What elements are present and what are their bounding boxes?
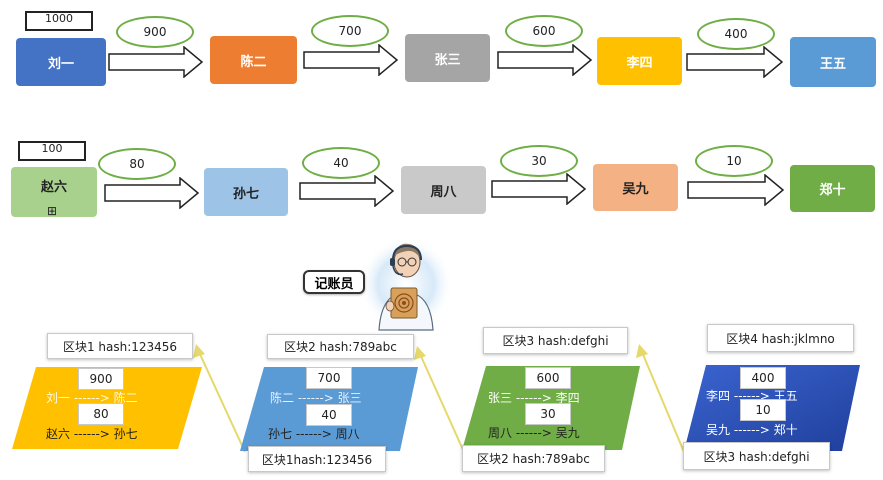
node-label: 赵六: [40, 180, 67, 195]
prev-hash: 区块2 hash:789abc: [477, 452, 590, 466]
expand-icon[interactable]: ⊞: [47, 204, 58, 218]
node-label: 周八: [430, 184, 457, 200]
node-label: 刘一: [47, 56, 74, 72]
amount: 10: [755, 403, 771, 417]
node-label: 郑十: [819, 183, 846, 198]
block-4-amount-b: 10: [740, 399, 786, 421]
transfer-amount: 40: [333, 156, 349, 170]
block-4-transfer-b: 吴九 ------> 郑十: [706, 423, 798, 437]
block-4-prev-hash: 区块3 hash:defghi: [683, 442, 830, 470]
block-link-arrows: [193, 344, 685, 453]
block-hash: 区块3 hash:defghi: [502, 334, 609, 348]
node-zhou-ba: 周八: [401, 166, 486, 214]
transfer-amount: 10: [726, 154, 742, 168]
amount: 30: [540, 407, 556, 421]
transfer-amount-oval: 900: [116, 16, 194, 48]
block-1-amount-b: 80: [78, 403, 124, 425]
arrow-icon: [303, 44, 399, 76]
transfer-amount-oval: 10: [695, 145, 773, 177]
block-3-transfer-b: 周八 ------> 吴九: [488, 426, 580, 440]
node-wang-wu: 王五: [790, 37, 876, 87]
transfer-amount: 400: [724, 27, 748, 41]
transfer-amount-oval: 40: [302, 147, 380, 179]
transfer-amount: 700: [338, 24, 362, 38]
accountant-label-text: 记账员: [314, 276, 354, 292]
block-2-amount-a: 700: [306, 367, 352, 389]
prev-hash: 区块3 hash:defghi: [703, 449, 810, 464]
accountant-illustration: [359, 237, 453, 331]
block-hash: 区块1 hash:123456: [62, 339, 178, 354]
block-3-transfer-a: 张三 ------> 李四: [488, 391, 580, 405]
amount: 80: [93, 407, 109, 421]
block-3-amount-a: 600: [525, 367, 571, 389]
block-2-header: 区块2 hash:789abc: [267, 334, 414, 359]
transfer-amount-oval: 30: [500, 145, 578, 177]
transfer-amount: 30: [531, 154, 547, 168]
start-amount-row1: 1000: [45, 12, 73, 25]
node-zheng-shi: 郑十: [790, 165, 875, 212]
arrow-icon: [686, 46, 784, 78]
transfer-amount-oval: 600: [505, 15, 583, 47]
node-sun-qi: 孙七: [204, 168, 288, 216]
block-2-transfer-a: 陈二 ------> 张三: [270, 391, 362, 405]
node-wu-jiu: 吴九: [593, 164, 678, 211]
amount: 700: [317, 371, 341, 385]
prev-hash: 区块1hash:123456: [261, 452, 373, 467]
transfer-amount: 80: [129, 157, 145, 171]
arrow-icon: [299, 175, 395, 207]
node-chen-er: 陈二: [210, 36, 297, 84]
block-1-amount-a: 900: [78, 368, 124, 390]
node-zhang-san: 张三: [405, 34, 490, 82]
amount: 600: [536, 371, 560, 385]
accountant-label: 记账员: [303, 270, 365, 294]
block-2-transfer-b: 孙七 ------> 周八: [268, 427, 360, 441]
arrow-icon: [687, 174, 785, 206]
block-1-header: 区块1 hash:123456: [47, 333, 193, 359]
amount: 40: [321, 408, 337, 422]
block-3-amount-b: 30: [525, 403, 571, 425]
start-amount-box-row1: 1000: [25, 11, 93, 31]
block-3-header: 区块3 hash:defghi: [483, 327, 628, 354]
transfer-amount-oval: 80: [98, 148, 176, 180]
amount: 900: [89, 372, 113, 386]
transfer-amount: 900: [143, 25, 167, 39]
node-label: 张三: [434, 52, 461, 68]
block-2-prev-hash: 区块1hash:123456: [248, 446, 386, 472]
block-1-transfer-a: 刘一 ------> 陈二: [46, 391, 138, 405]
amount: 400: [751, 371, 775, 385]
start-amount-row2: 100: [41, 142, 63, 155]
transfer-amount: 600: [532, 24, 556, 38]
arrow-icon: [104, 177, 200, 209]
node-label: 孙七: [232, 186, 259, 202]
block-4-amount-a: 400: [740, 367, 786, 389]
block-hash: 区块4 hash:jklmno: [726, 331, 835, 346]
node-li-si: 李四: [597, 37, 682, 85]
node-zhao-liu: 赵六: [11, 167, 97, 217]
block-hash: 区块2 hash:789abc: [284, 340, 397, 354]
node-label: 吴九: [622, 182, 649, 197]
arrow-icon: [108, 46, 204, 78]
block-3-prev-hash: 区块2 hash:789abc: [462, 445, 605, 472]
start-amount-box-row2: 100: [18, 141, 86, 161]
block-4-header: 区块4 hash:jklmno: [707, 324, 854, 352]
node-label: 王五: [819, 56, 846, 72]
block-2-amount-b: 40: [306, 404, 352, 426]
transfer-amount-oval: 400: [697, 18, 775, 50]
transfer-amount-oval: 700: [311, 15, 389, 47]
node-label: 李四: [626, 55, 653, 71]
arrow-icon: [497, 44, 593, 76]
arrow-icon: [491, 173, 587, 205]
node-liu-yi: 刘一: [16, 38, 106, 86]
node-label: 陈二: [240, 54, 267, 70]
block-1-transfer-b: 赵六 ------> 孙七: [46, 427, 138, 441]
